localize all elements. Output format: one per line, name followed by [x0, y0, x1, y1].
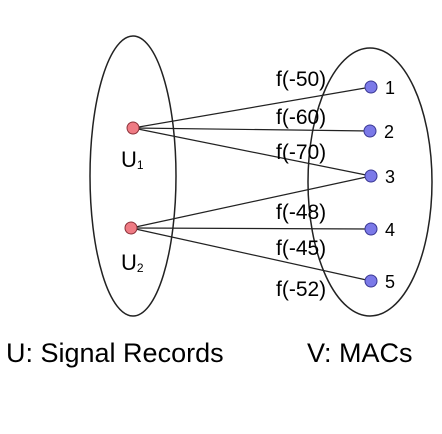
node-label-2: 2	[384, 122, 394, 142]
node-3	[364, 169, 378, 183]
node-label-4: 4	[385, 220, 395, 240]
right-set-caption: V: MACs	[307, 338, 413, 368]
node-5	[364, 274, 378, 288]
node-1	[364, 80, 378, 94]
left-set-ellipse	[89, 35, 177, 317]
node-label-3: 3	[385, 167, 395, 187]
edge-label-u1-3: f(-70)	[276, 141, 326, 164]
edge-label-u1-2: f(-60)	[276, 106, 326, 129]
node-label-u2: U2	[121, 250, 144, 275]
edge-label-u2-3: f(-48)	[276, 201, 326, 224]
edge-u2-5	[130, 227, 372, 282]
edge-u1-2	[132, 127, 371, 132]
node-label-5: 5	[385, 272, 395, 292]
node-u1	[126, 121, 140, 135]
node-label-u1: U1	[121, 147, 144, 172]
right-set-ellipse	[307, 47, 433, 317]
edge-label-u1-1: f(-50)	[276, 68, 326, 91]
node-4	[364, 222, 378, 236]
edge-labels-layer: f(-50) f(-60) f(-70) f(-48) f(-45) f(-52)	[276, 68, 326, 301]
edge-u2-4	[130, 227, 372, 230]
edge-u1-3	[132, 127, 372, 177]
edges-layer	[130, 86, 372, 282]
node-2	[363, 124, 377, 138]
node-label-1: 1	[385, 78, 395, 98]
edge-u2-3	[130, 175, 372, 229]
edge-label-u2-4: f(-45)	[276, 237, 326, 260]
edge-label-u2-5: f(-52)	[276, 278, 326, 301]
node-u2	[124, 221, 138, 235]
left-set-caption: U: Signal Records	[6, 338, 224, 368]
edge-u1-1	[132, 86, 372, 129]
